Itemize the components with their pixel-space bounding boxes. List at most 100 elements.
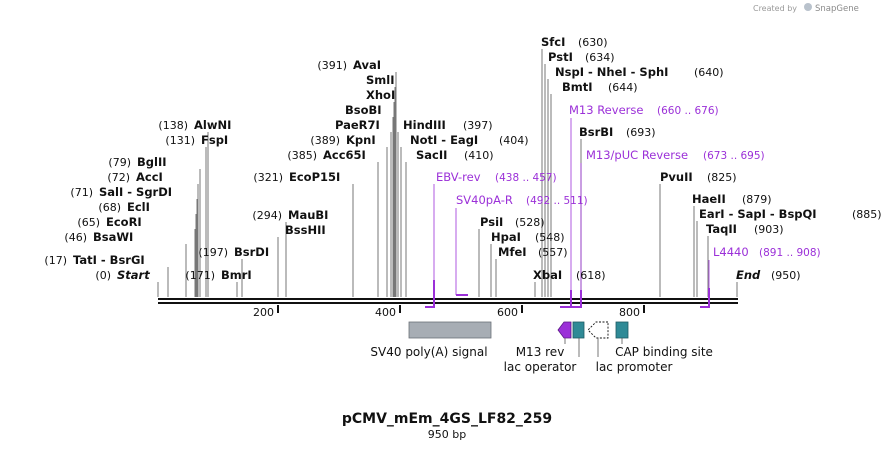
site-label-bglii[interactable]: BglII [137,155,167,169]
site-label-psii[interactable]: PsiI [480,215,503,229]
site-position-kpni: (389) [310,134,340,147]
site-position-mfei: (557) [538,246,568,259]
site-label-bmri[interactable]: BmrI [221,268,252,282]
site-position-pvuii: (825) [707,171,737,184]
feature-label-sv40-polya-signal: SV40 poly(A) signal [370,345,487,359]
site-label-bsshii[interactable]: BssHII [285,223,326,237]
features [408,321,629,339]
site-position-acci: (72) [107,171,130,184]
primer-range-sv40pa-r: (492 .. 511) [526,195,588,207]
site-label-smli[interactable]: SmlI [366,73,395,87]
site-label-maubi[interactable]: MauBI [288,208,328,222]
site-label-kpni[interactable]: KpnI [346,133,376,147]
site-label-fspi[interactable]: FspI [201,133,228,147]
site-label-bsobi[interactable]: BsoBI [345,103,382,117]
site-position-bsrbi: (693) [626,126,656,139]
site-label-noti-eagi[interactable]: NotI - EagI [410,133,478,147]
snapgene-logo-icon [804,3,812,11]
site-position-bmti: (644) [608,81,638,94]
site-position-acc65i: (385) [287,149,317,162]
primer-mark-l4440 [700,288,710,308]
primer-label-l4440[interactable]: L4440 [713,245,749,259]
site-position-haeii: (879) [742,193,772,206]
site-label-avai[interactable]: AvaI [353,58,381,72]
site-position-ecori: (65) [77,216,100,229]
site-label-xbai[interactable]: XbaI [533,268,562,282]
site-position-eari-sapi-bspqi: (885) [852,208,882,221]
site-label-hindiii[interactable]: HindIII [403,118,446,132]
site-position-alwni: (138) [158,119,188,132]
site-label-bmti[interactable]: BmtI [562,80,593,94]
site-label-bsawi[interactable]: BsaWI [93,230,133,244]
site-label-pvuii[interactable]: PvuII [660,170,693,184]
site-label-sfci[interactable]: SfcI [541,35,565,49]
site-label-bsrdi[interactable]: BsrDI [234,245,269,259]
site-label-sali-sgrdi[interactable]: SalI - SgrDI [99,185,172,199]
site-position-nspi-nhei-sphi: (640) [694,66,724,79]
site-label-mfei[interactable]: MfeI [498,245,527,259]
site-label-hpai[interactable]: HpaI [491,230,521,244]
leader-lines [157,49,738,297]
site-label-nspi-nhei-sphi[interactable]: NspI - NheI - SphI [555,65,668,79]
site-label-ecop15i[interactable]: EcoP15I [289,170,340,184]
primer-label-m13-puc-reverse[interactable]: M13/pUC Reverse [586,148,688,162]
site-position-sali-sgrdi: (71) [70,186,93,199]
feature-label-lac-promoter: lac promoter [596,360,673,374]
site-label-start[interactable]: Start [117,268,150,282]
site-position-xbai: (618) [576,269,606,282]
plasmid-length: 950 bp [428,428,466,441]
primer-label-m13-reverse[interactable]: M13 Reverse [569,103,643,117]
site-label-xhoi[interactable]: XhoI [366,88,395,102]
site-label-sacii[interactable]: SacII [416,148,447,162]
feature-label-lac-operator: lac operator [504,360,577,374]
site-position-ecop15i: (321) [253,171,283,184]
site-position-bsawi: (46) [64,231,87,244]
site-label-bsrbi[interactable]: BsrBI [579,125,613,139]
site-label-end[interactable]: End [736,268,761,282]
tick-mark [399,305,401,313]
site-position-end: (950) [771,269,801,282]
primer-mark-m13-puc-reverse [571,290,582,308]
brand-name: SnapGene [815,4,859,14]
m13-rev-arrow[interactable] [557,321,572,339]
primer-range-m13-puc-reverse: (673 .. 695) [703,150,765,162]
site-label-paer7i[interactable]: PaeR7I [335,118,380,132]
site-label-tati-bsrgi[interactable]: TatI - BsrGI [73,253,145,267]
site-position-hindiii: (397) [463,119,493,132]
site-position-bglii: (79) [108,156,131,169]
primer-label-sv40pa-r[interactable]: SV40pA-R [456,193,513,207]
primer-range-l4440: (891 .. 908) [759,247,821,259]
site-label-acci[interactable]: AccI [136,170,163,184]
site-label-ecli[interactable]: EclI [127,200,150,214]
tick-label: 600 [497,306,518,319]
site-label-psti[interactable]: PstI [548,50,573,64]
tick-label: 200 [253,306,274,319]
primer-range-ebv-rev: (438 .. 457) [495,172,557,184]
site-label-eari-sapi-bspqi[interactable]: EarI - SapI - BspQI [699,207,817,221]
site-label-acc65i[interactable]: Acc65I [323,148,366,162]
backbone [158,298,738,304]
site-position-sfci: (630) [578,36,608,49]
credit-text: Created by [753,4,797,13]
primer-label-ebv-rev[interactable]: EBV-rev [436,170,481,184]
site-label-taqii[interactable]: TaqII [706,222,737,236]
site-position-bmri: (171) [185,269,215,282]
site-position-psii: (528) [515,216,545,229]
ruler: 200 400 600 800 [253,305,645,319]
site-label-haeii[interactable]: HaeII [692,192,726,206]
cap-binding-site-box[interactable] [615,321,629,339]
snapgene-branding: Created by SnapGene [753,3,859,14]
site-label-ecori[interactable]: EcoRI [106,215,142,229]
sv40-polya-signal-box[interactable] [408,321,492,339]
lac-operator-box[interactable] [572,321,585,339]
lac-promoter-arrow[interactable] [587,321,609,339]
site-position-start: (0) [95,269,111,282]
plasmid-title: pCMV_mEm_4GS_LF82_259 [342,411,552,427]
site-position-sacii: (410) [464,149,494,162]
site-position-noti-eagi: (404) [499,134,529,147]
site-position-tati-bsrgi: (17) [44,254,67,267]
tick-label: 800 [619,306,640,319]
site-position-psti: (634) [585,51,615,64]
site-label-alwni[interactable]: AlwNI [194,118,231,132]
